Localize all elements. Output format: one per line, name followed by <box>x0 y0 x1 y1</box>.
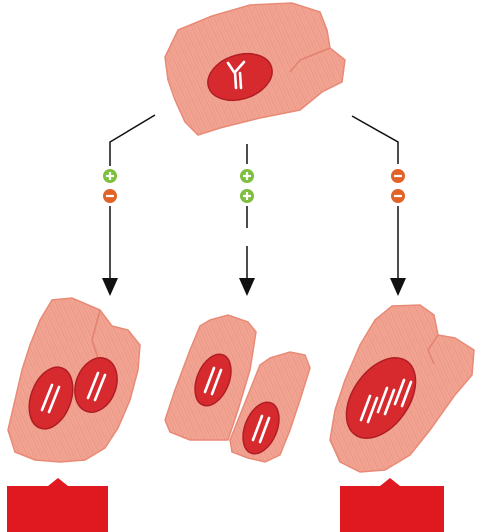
right-polyploid-cell <box>329 304 475 473</box>
arrow-down-icon <box>102 278 118 296</box>
middle-cell-a <box>164 314 257 441</box>
result-box-left <box>7 478 108 532</box>
minus-icon <box>391 189 405 203</box>
result-boxes <box>7 478 444 532</box>
signal-markers <box>103 169 405 203</box>
plus-icon <box>240 169 254 183</box>
left-nucleus-a <box>28 366 74 430</box>
connector-left <box>109 114 156 166</box>
middle-nucleus-a <box>194 353 232 407</box>
middle-chromosomes-a <box>203 366 223 396</box>
arrow-heads <box>102 278 406 296</box>
right-nucleus <box>345 357 417 439</box>
arrow-down-icon <box>390 278 406 296</box>
minus-icon <box>391 169 405 183</box>
minus-icon <box>103 189 117 203</box>
middle-nucleus-b <box>242 401 280 455</box>
right-chromosomes <box>359 378 413 424</box>
result-box-right <box>340 478 444 532</box>
connectors <box>109 114 399 166</box>
middle-chromosomes-b <box>251 414 271 444</box>
plus-icon <box>240 189 254 203</box>
parent-cell <box>164 2 346 136</box>
arrow-down-icon <box>239 278 255 296</box>
left-cell-notch <box>91 309 101 359</box>
left-chromosomes <box>40 371 107 414</box>
connector-stems <box>109 206 399 280</box>
right-cell-notch <box>427 334 439 365</box>
left-cell-body <box>7 297 141 463</box>
connector-right <box>351 115 399 164</box>
parent-cell-notch <box>289 47 331 73</box>
plus-icon <box>103 169 117 183</box>
left-binucleate-cell <box>7 297 141 463</box>
middle-cell-b <box>229 351 311 463</box>
parent-chromosome <box>226 60 246 90</box>
left-nucleus-b <box>74 357 118 413</box>
